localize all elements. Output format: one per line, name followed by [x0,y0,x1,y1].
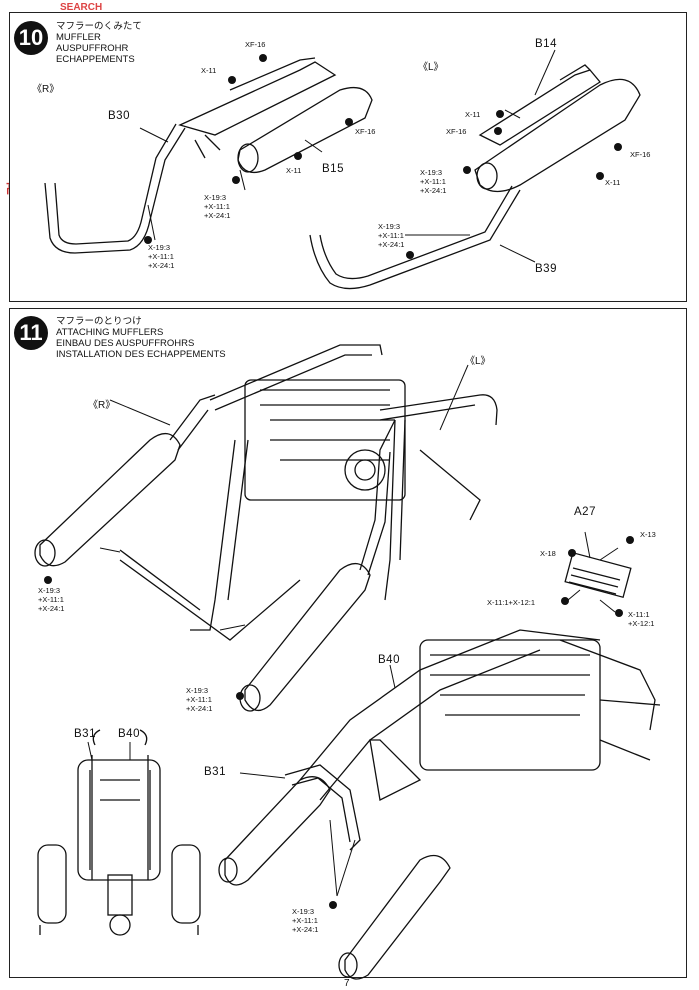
part-b15: B15 [322,163,344,175]
part-b31-inset: B31 [74,728,96,740]
step-11-badge: 11 [14,316,48,350]
paint-oil-mix-2: X-11:1 +X-12:1 [628,610,655,628]
step-11-title-en: ATTACHING MUFFLERS [56,327,164,338]
watermark-top: SEARCH [60,2,103,13]
part-b14: B14 [535,38,557,50]
mix-11-c: X-19:3 +X-11:1 +X-24:1 [292,907,319,934]
step-11-title-jp: マフラーのとりつけ [56,316,142,327]
mix-10-b: X-19:3 +X-11:1 +X-24:1 [148,243,175,270]
step-10-title-en: MUFFLER [56,32,101,43]
step-10-title-de: AUSPUFFROHR [56,43,129,54]
paint-x13: X-13 [640,530,656,539]
step-11-side-r: 《R》 [88,400,116,411]
step-10-title-jp: マフラーのくみたて [56,21,142,32]
paint-xf16-b: XF-16 [355,127,376,136]
part-b31-main: B31 [204,766,226,778]
paint-x11-c: X-11 [465,110,481,119]
step-10-title-fr: ECHAPPEMENTS [56,54,135,65]
paint-x11-a: X-11 [201,66,217,75]
paint-x18: X-18 [540,549,556,558]
part-a27: A27 [574,506,596,518]
mix-10-c: X-19:3 +X-11:1 +X-24:1 [420,168,447,195]
mix-10-a: X-19:3 +X-11:1 +X-24:1 [204,193,231,220]
step-10-side-l: 《L》 [418,62,444,73]
part-b40-inset: B40 [118,728,140,740]
step-11-title-de: EINBAU DES AUSPUFFROHRS [56,338,195,349]
step-10-side-r: 《R》 [32,84,60,95]
mix-10-d: X-19:3 +X-11:1 +X-24:1 [378,222,405,249]
step-10-badge: 10 [14,21,48,55]
paint-xf16-a: XF-16 [245,40,266,49]
page-number: 7 [344,978,350,989]
paint-xf16-d: XF-16 [630,150,651,159]
mix-11-b: X-19:3 +X-11:1 +X-24:1 [186,686,213,713]
part-b30: B30 [108,110,130,122]
step-10-panel [9,12,687,302]
paint-x11-d: X-11 [605,178,621,187]
mix-11-a: X-19:3 +X-11:1 +X-24:1 [38,586,65,613]
step-11-title-fr: INSTALLATION DES ECHAPPEMENTS [56,349,226,360]
paint-oil-mix: X-11:1+X-12:1 [487,598,536,607]
part-b39: B39 [535,263,557,275]
paint-xf16-c: XF-16 [446,127,467,136]
part-b40-main: B40 [378,654,400,666]
paint-x11-b: X-11 [286,166,302,175]
step-11-side-l: 《L》 [465,356,491,367]
